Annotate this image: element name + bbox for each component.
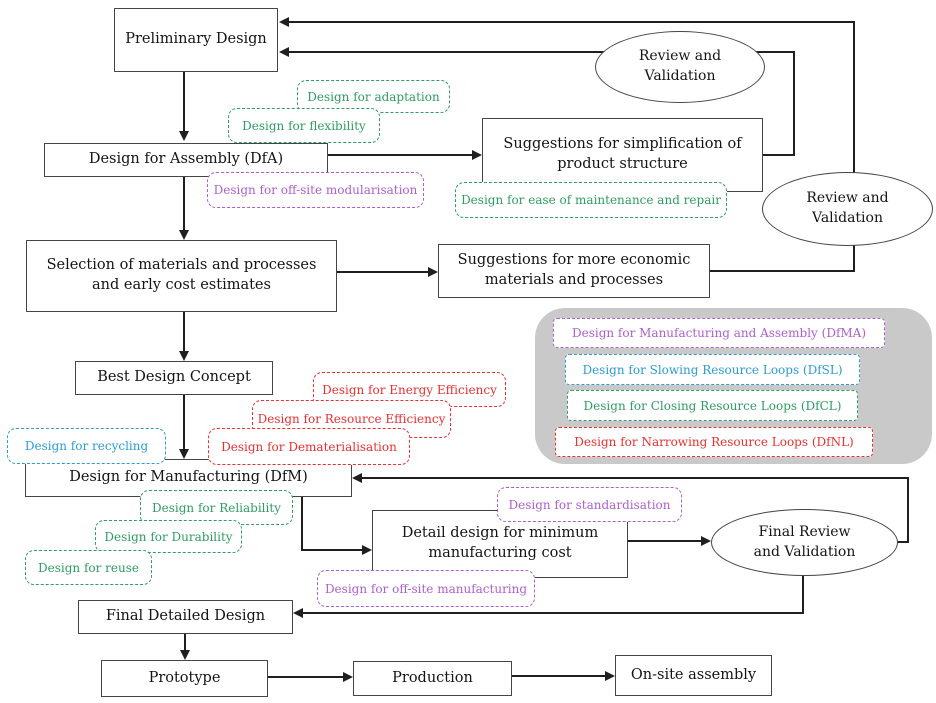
node-preliminary-design: Preliminary Design bbox=[114, 8, 278, 72]
connector-dfm-to-detail-h bbox=[301, 549, 362, 551]
node-suggestions-simplification: Suggestions for simplification of produc… bbox=[482, 118, 763, 192]
annotation-label: Design for Reliability bbox=[152, 500, 281, 515]
connector-dfa-to-simplification bbox=[328, 154, 472, 156]
legend-item-dfma: Design for Manufacturing and Assembly (D… bbox=[553, 318, 885, 348]
node-label: Prototype bbox=[148, 669, 221, 686]
node-label: Best Design Concept bbox=[97, 369, 251, 386]
legend-label: Design for Manufacturing and Assembly (D… bbox=[571, 326, 867, 340]
legend-label: Design for Slowing Resource Loops (DfSL) bbox=[582, 362, 843, 377]
annotation-standardisation: Design for standardisation bbox=[497, 487, 682, 522]
arrowhead-down-icon bbox=[179, 351, 189, 361]
annotation-label: Design for standardisation bbox=[508, 497, 671, 512]
node-best-design-concept: Best Design Concept bbox=[75, 361, 273, 395]
annotation-durability: Design for Durability bbox=[95, 520, 242, 553]
feedback-simplification-v bbox=[793, 51, 795, 156]
legend-item-dfnl: Design for Narrowing Resource Loops (DfN… bbox=[555, 427, 873, 457]
arrowhead-right-icon bbox=[343, 672, 353, 682]
node-label: Final Detailed Design bbox=[105, 608, 266, 625]
feedback-economic-top bbox=[289, 21, 855, 23]
annotation-label: Design for reuse bbox=[38, 560, 139, 575]
annotation-maintenance-repair: Design for ease of maintenance and repai… bbox=[455, 182, 727, 218]
legend-label: Design for Narrowing Resource Loops (DfN… bbox=[574, 435, 854, 449]
connector-production-to-onsite bbox=[512, 675, 605, 677]
legend-item-dfsl: Design for Slowing Resource Loops (DfSL) bbox=[565, 354, 860, 385]
feedback-finalreview-fdd-h bbox=[303, 612, 804, 614]
feedback-economic-h bbox=[710, 270, 855, 272]
annotation-label: Design for Energy Efficiency bbox=[322, 382, 497, 397]
ellipse-label: Final Review and Validation bbox=[753, 523, 856, 560]
legend-item-dfcl: Design for Closing Resource Loops (DfCL) bbox=[567, 390, 858, 421]
connector-detail-to-finalreview bbox=[628, 540, 701, 542]
node-prototype: Prototype bbox=[101, 660, 268, 697]
annotation-label: Design for Dematerialisation bbox=[221, 439, 397, 454]
legend-label: Design for Closing Resource Loops (DfCL) bbox=[583, 398, 842, 413]
feedback-economic-v bbox=[853, 21, 855, 272]
node-production: Production bbox=[353, 661, 512, 696]
node-label: On-site assembly bbox=[630, 666, 757, 683]
feedback-finalreview-dfm-h2 bbox=[362, 477, 909, 479]
annotation-label: Design for recycling bbox=[24, 439, 149, 453]
feedback-finalreview-dfm-v bbox=[907, 477, 909, 543]
node-label: Suggestions for more economic materials … bbox=[457, 252, 691, 288]
annotation-offsite-manufacturing: Design for off-site manufacturing bbox=[317, 570, 535, 607]
arrowhead-right-icon bbox=[605, 671, 615, 681]
node-detail-design: Detail design for minimum manufacturing … bbox=[372, 510, 628, 578]
connector-best-to-dfm bbox=[183, 395, 185, 449]
ellipse-review-validation-top: Review and Validation bbox=[595, 31, 765, 103]
ellipse-label: Review and Validation bbox=[806, 190, 889, 226]
annotation-label: Design for adaptation bbox=[307, 89, 440, 104]
feedback-simplification-top bbox=[289, 51, 795, 53]
node-label: Preliminary Design bbox=[125, 31, 267, 48]
connector-selection-to-best bbox=[183, 312, 185, 351]
ellipse-review-validation-right: Review and Validation bbox=[762, 172, 933, 246]
ellipse-final-review: Final Review and Validation bbox=[711, 509, 898, 576]
ellipse-label: Review and Validation bbox=[638, 48, 722, 84]
arrowhead-down-icon bbox=[179, 131, 189, 141]
node-design-for-assembly: Design for Assembly (DfA) bbox=[44, 143, 328, 177]
node-label: Production bbox=[392, 669, 473, 686]
arrowhead-right-icon bbox=[701, 536, 711, 546]
arrowhead-down-icon bbox=[179, 449, 189, 459]
annotation-label: Design for Resource Efficiency bbox=[257, 412, 446, 426]
node-label: Design for Assembly (DfA) bbox=[88, 151, 284, 168]
node-final-detailed-design: Final Detailed Design bbox=[78, 600, 293, 634]
node-label: Detail design for minimum manufacturing … bbox=[401, 525, 599, 561]
arrowhead-right-icon bbox=[472, 150, 482, 160]
annotation-reuse: Design for reuse bbox=[25, 550, 152, 585]
arrowhead-right-icon bbox=[362, 545, 372, 555]
annotation-label: Design for ease of maintenance and repai… bbox=[461, 193, 721, 207]
arrowhead-down-icon bbox=[179, 230, 189, 240]
node-label: Suggestions for simplification of produc… bbox=[503, 136, 742, 172]
feedback-finalreview-dfm-h1 bbox=[897, 541, 909, 543]
node-suggestions-economic: Suggestions for more economic materials … bbox=[438, 244, 710, 298]
annotation-offsite-modularisation: Design for off-site modularisation bbox=[207, 172, 424, 208]
arrowhead-left-icon bbox=[352, 473, 362, 483]
annotation-label: Design for flexibility bbox=[242, 118, 366, 133]
feedback-finalreview-fdd-v bbox=[802, 576, 804, 614]
node-selection-materials: Selection of materials and processes and… bbox=[26, 240, 337, 312]
annotation-label: Design for Durability bbox=[104, 529, 233, 544]
annotation-dematerialisation: Design for Dematerialisation bbox=[208, 428, 410, 465]
connector-selection-to-economic bbox=[337, 271, 428, 273]
node-label: Selection of materials and processes and… bbox=[46, 257, 317, 293]
arrowhead-left-icon bbox=[279, 17, 289, 27]
arrowhead-down-icon bbox=[180, 650, 190, 660]
node-label: Design for Manufacturing (DfM) bbox=[69, 469, 308, 486]
arrowhead-left-icon bbox=[279, 47, 289, 57]
annotation-recycling: Design for recycling bbox=[7, 428, 166, 464]
connector-dfa-to-selection bbox=[183, 177, 185, 230]
connector-finaldesign-to-prototype bbox=[184, 634, 186, 650]
arrowhead-right-icon bbox=[428, 267, 438, 277]
annotation-reliability: Design for Reliability bbox=[140, 490, 293, 525]
arrowhead-left-icon bbox=[293, 608, 303, 618]
node-onsite-assembly: On-site assembly bbox=[615, 655, 772, 696]
annotation-label: Design for off-site modularisation bbox=[213, 183, 418, 197]
connector-prototype-to-production bbox=[268, 676, 343, 678]
connector-preliminary-to-dfa bbox=[183, 72, 185, 131]
annotation-design-for-flexibility: Design for flexibility bbox=[228, 108, 380, 143]
feedback-simplification-h bbox=[763, 154, 795, 156]
annotation-label: Design for off-site manufacturing bbox=[324, 581, 528, 596]
connector-dfm-to-detail-v bbox=[301, 497, 303, 551]
